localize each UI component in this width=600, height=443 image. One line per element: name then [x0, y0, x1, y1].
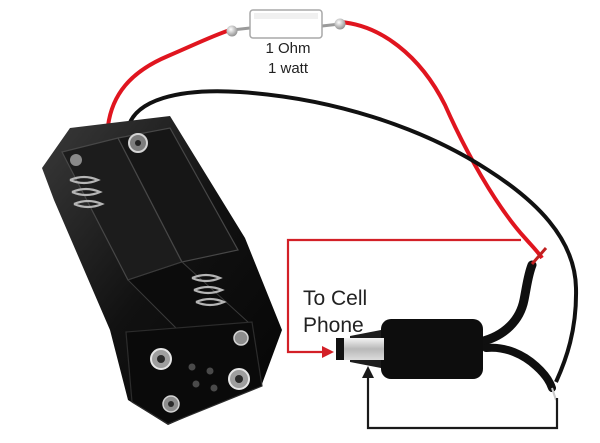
plug: [336, 319, 483, 379]
red-arrow: [286, 238, 521, 358]
black-wire: [126, 89, 579, 383]
red-wire-right: [339, 20, 544, 260]
resistor-label-line2: 1 watt: [267, 60, 309, 77]
black-arrow: [362, 366, 559, 430]
red-wire-left: [106, 28, 231, 127]
battery-holder: [42, 116, 282, 425]
plug-cable: [475, 247, 557, 401]
resistor: [226, 9, 346, 39]
phone-label-line2: Phone: [303, 314, 364, 337]
phone-label-line1: To Cell: [303, 287, 368, 310]
resistor-label-line1: 1 Ohm: [265, 40, 311, 57]
